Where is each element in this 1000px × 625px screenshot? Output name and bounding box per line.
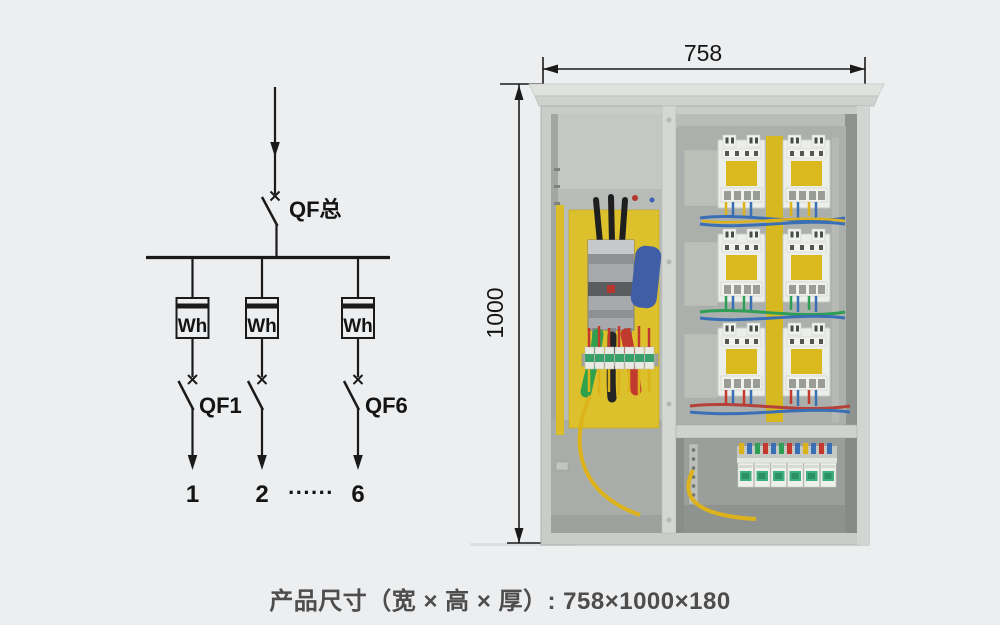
branch-2 — [245, 257, 279, 470]
meter-label: Wh — [247, 316, 277, 337]
output-number: 2 — [255, 481, 268, 508]
meter-base — [717, 228, 766, 303]
branch-breaker-symbol — [246, 374, 268, 456]
main-breaker-symbol — [260, 190, 281, 257]
branch-breaker-symbol — [342, 374, 364, 456]
output-arrow-icon — [257, 455, 267, 470]
earth-wire — [577, 395, 641, 517]
wire-duct — [556, 205, 564, 435]
left-compartment — [551, 114, 662, 533]
width-dimension-label: 758 — [684, 40, 722, 66]
product-dimensions-caption: 产品尺寸（宽 × 高 × 厚）: 758×1000×180 — [269, 588, 731, 615]
breaker-trip-button — [607, 285, 615, 293]
output-ellipsis: ...... — [288, 474, 334, 499]
branch-breaker-label: QF6 — [365, 393, 408, 418]
cabinet-right-frame — [857, 106, 869, 545]
output-number: 6 — [351, 481, 364, 508]
cabinet-shadow — [470, 543, 576, 546]
meter-base — [782, 322, 831, 397]
meter-base — [782, 228, 831, 303]
cabinet-flange — [528, 83, 885, 107]
center-yellow-strip — [766, 136, 783, 422]
mcb-module — [787, 462, 804, 488]
branch-1 — [175, 257, 210, 470]
meter-base — [717, 134, 766, 209]
meter-base — [782, 134, 831, 209]
mcb-module — [754, 462, 771, 488]
cabinet-photo: 758 1000 — [470, 40, 885, 546]
branch-3 — [341, 257, 375, 470]
meter-base — [717, 322, 766, 397]
height-dimension-label: 1000 — [482, 287, 508, 338]
ground-busbar — [688, 443, 699, 505]
mcb-module — [803, 462, 820, 488]
shelf-rail — [675, 424, 858, 439]
branch-breaker-symbol — [177, 374, 198, 456]
output-arrow-icon — [353, 455, 363, 470]
breaker-bay — [676, 438, 857, 533]
meter-wiring-row-1 — [699, 202, 846, 228]
indicator-dot — [632, 195, 638, 201]
output-arrow-icon — [187, 455, 198, 470]
meter-wiring-row-3 — [689, 390, 851, 416]
meter-label: Wh — [178, 316, 208, 337]
main-breaker-unit — [587, 239, 635, 338]
mcb-module — [737, 462, 754, 488]
output-number: 1 — [186, 481, 199, 508]
single-line-diagram: QF总 Wh Wh Wh QF1 QF6 1 2 ...... 6 — [146, 87, 408, 508]
incoming-arrow-icon — [270, 142, 280, 157]
meter-wiring-row-2 — [699, 296, 846, 322]
insulating-glove — [630, 245, 662, 309]
mcb-module — [820, 462, 837, 488]
incoming-cables — [593, 194, 628, 246]
meter-label: Wh — [343, 316, 373, 337]
branch-breaker-label: QF1 — [199, 393, 242, 418]
main-breaker-label: QF总 — [289, 197, 342, 222]
mcb-module — [770, 462, 787, 488]
mcb-row — [737, 443, 837, 488]
terminal-strip — [581, 326, 659, 395]
compartment-divider — [661, 105, 677, 534]
indicator-dot — [649, 197, 655, 203]
ground-wire — [686, 469, 757, 521]
